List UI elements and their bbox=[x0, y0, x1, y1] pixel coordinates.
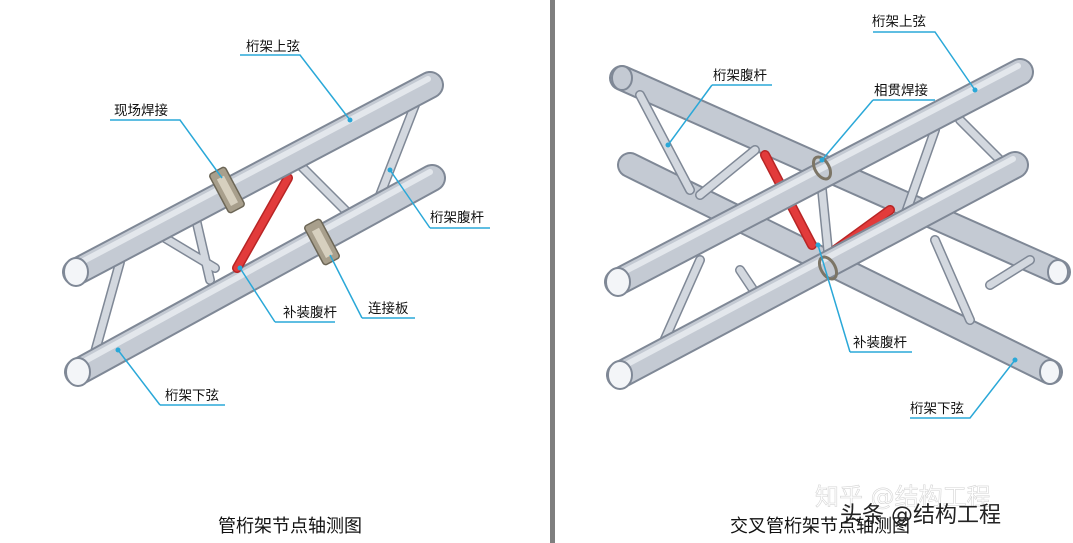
left-label-added-web: 补装腹杆 bbox=[283, 304, 337, 321]
left-connection-plate bbox=[304, 218, 340, 266]
right-leaders bbox=[667, 31, 1016, 419]
left-label-web-member: 桁架腹杆 bbox=[430, 209, 484, 226]
left-label-field-weld: 现场焊接 bbox=[114, 102, 168, 119]
right-label-top-chord: 桁架上弦 bbox=[872, 14, 926, 30]
left-label-connection-plate: 连接板 bbox=[368, 300, 409, 317]
watermark-site: 知乎 @结构工程 bbox=[815, 483, 991, 511]
right-label-bottom-chord: 桁架下弦 bbox=[910, 401, 964, 417]
left-field-weld-sleeve bbox=[209, 166, 245, 214]
left-truss: 桁架上弦 现场焊接 桁架腹杆 补装腹杆 连接板 桁架下弦 管桁架节点轴测图 bbox=[62, 39, 490, 537]
right-label-added-web: 补装腹杆 bbox=[853, 334, 907, 351]
left-top-chord bbox=[62, 71, 444, 287]
left-leaders bbox=[110, 54, 490, 406]
panel-divider bbox=[550, 0, 555, 543]
left-caption: 管桁架节点轴测图 bbox=[218, 516, 362, 537]
right-truss: 桁架上弦 桁架腹杆 相贯焊接 补装腹杆 桁架下弦 交叉管桁架节点轴测图 bbox=[604, 14, 1071, 537]
left-label-top-chord: 桁架上弦 bbox=[246, 39, 300, 55]
right-label-intersect-weld: 相贯焊接 bbox=[874, 82, 928, 99]
left-bottom-chord bbox=[64, 164, 446, 387]
right-caption: 交叉管桁架节点轴测图 bbox=[730, 516, 910, 537]
left-label-bottom-chord: 桁架下弦 bbox=[165, 388, 219, 404]
right-label-web-member: 桁架腹杆 bbox=[713, 67, 767, 84]
watermark-source: 头条 @结构工程 bbox=[840, 503, 1001, 528]
